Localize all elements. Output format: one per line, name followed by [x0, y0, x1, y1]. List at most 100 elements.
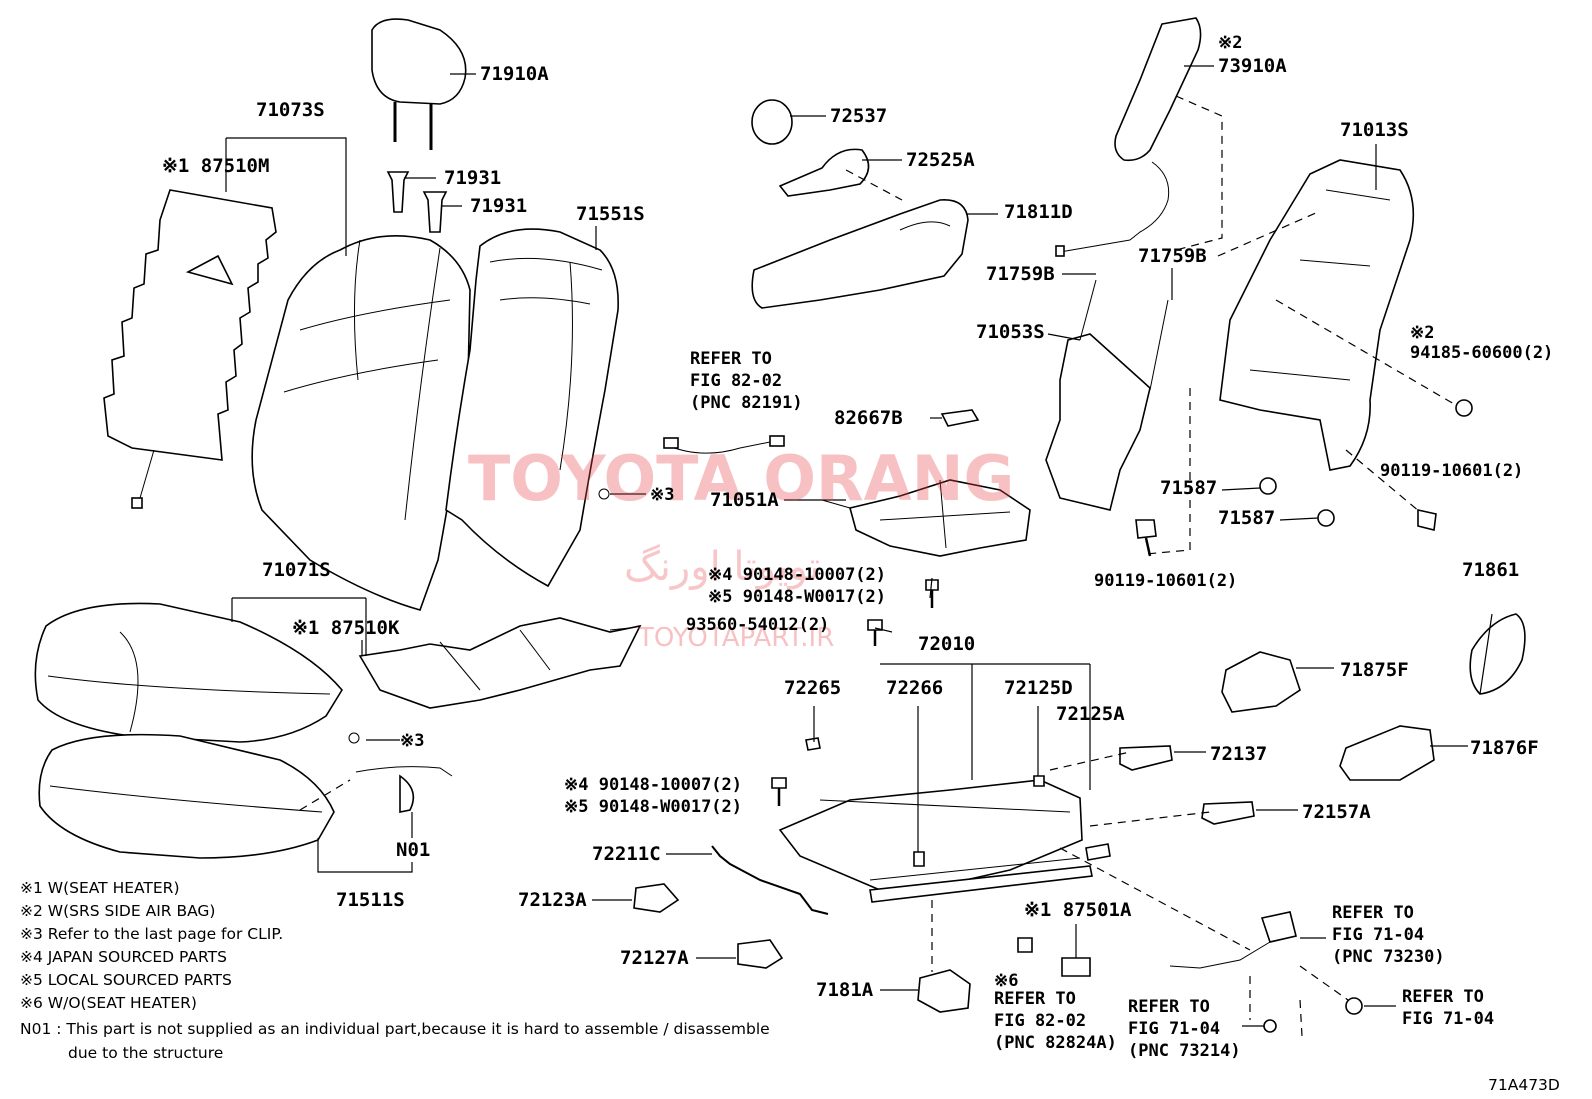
- label-72127A[interactable]: 72127A: [620, 947, 689, 969]
- note-5: ※5 LOCAL SOURCED PARTS: [20, 971, 232, 989]
- label-94185-60600[interactable]: 94185-60600(2): [1410, 343, 1553, 363]
- belt-buckle-drawing: [1169, 911, 1363, 1033]
- leader-lines: [225, 65, 1493, 1027]
- label-94185-note: ※2: [1410, 323, 1434, 343]
- label-87501A[interactable]: ※1 87501A: [1024, 899, 1132, 921]
- label-71931-upper[interactable]: 71931: [444, 167, 501, 189]
- note-n01-cont: due to the structure: [68, 1044, 223, 1062]
- label-71587-lower[interactable]: 71587: [1218, 507, 1275, 529]
- seat-cover-drawing: [34, 602, 343, 743]
- harness-drawing: [663, 435, 785, 454]
- knob-cover-drawing: [751, 99, 793, 145]
- label-93560-54012[interactable]: 93560-54012(2): [686, 615, 829, 635]
- legend-notes: ※1 W(SEAT HEATER) ※2 W(SRS SIDE AIR BAG)…: [20, 879, 770, 1062]
- label-71511S[interactable]: 71511S: [336, 889, 405, 911]
- ref-82824A-line1[interactable]: REFER TO: [994, 989, 1076, 1009]
- seatback-cover-drawing: [251, 235, 471, 611]
- label-72125D[interactable]: 72125D: [1004, 677, 1073, 699]
- ref-7104-line2[interactable]: FIG 71-04: [1402, 1009, 1494, 1029]
- covers-72123a-drawing: [633, 883, 784, 969]
- label-71861[interactable]: 71861: [1462, 559, 1519, 581]
- ref-82824A-line2[interactable]: FIG 82-02: [994, 1011, 1086, 1031]
- label-90148-W0017-lower[interactable]: ※5 90148-W0017(2): [564, 797, 742, 817]
- label-87510K[interactable]: ※1 87510K: [292, 617, 400, 639]
- label-71875F[interactable]: 71875F: [1340, 659, 1409, 681]
- side-covers-drawing: [1221, 613, 1526, 781]
- ref-73214-line1[interactable]: REFER TO: [1128, 997, 1210, 1017]
- label-73910A[interactable]: 73910A: [1218, 55, 1287, 77]
- label-71931-lower[interactable]: 71931: [470, 195, 527, 217]
- ref-7104-line1[interactable]: REFER TO: [1402, 987, 1484, 1007]
- label-71759B-left[interactable]: 71759B: [986, 263, 1055, 285]
- label-7181A[interactable]: 7181A: [816, 979, 874, 1001]
- seatback-heater-drawing: [103, 189, 277, 509]
- ref-73214-line3[interactable]: (PNC 73214): [1128, 1041, 1241, 1061]
- cushion-frame-drawing: [821, 479, 1031, 557]
- headrest-support-drawing: [386, 171, 448, 233]
- label-71811D[interactable]: 71811D: [1004, 201, 1073, 223]
- label-71551S[interactable]: 71551S: [576, 203, 645, 225]
- label-87510M[interactable]: ※1 87510M: [162, 155, 269, 177]
- label-N01[interactable]: N01: [396, 839, 430, 861]
- ref-73230-line1[interactable]: REFER TO: [1332, 903, 1414, 923]
- side-airbag-drawing: [1055, 17, 1202, 257]
- bracket-7181a-drawing: [917, 969, 971, 1013]
- label-clip-upper: ※3: [650, 485, 674, 505]
- cover-72137-drawing: [1119, 745, 1255, 825]
- diagram-code: 71A473D: [1488, 1076, 1560, 1094]
- label-72010[interactable]: 72010: [918, 633, 975, 655]
- label-72123A[interactable]: 72123A: [518, 889, 587, 911]
- label-90119-center[interactable]: 90119-10601(2): [1094, 571, 1237, 591]
- label-clip-lower: ※3: [400, 731, 424, 751]
- label-71759B-right[interactable]: 71759B: [1138, 245, 1207, 267]
- label-90119-right[interactable]: 90119-10601(2): [1380, 461, 1523, 481]
- label-71071S[interactable]: 71071S: [262, 559, 331, 581]
- lumbar-support-drawing: [1045, 279, 1169, 511]
- ref-82824A-line3[interactable]: (PNC 82824A): [994, 1033, 1117, 1053]
- label-71073S[interactable]: 71073S: [256, 99, 325, 121]
- part-labels: 71910A 71073S ※1 87510M 71931 71931 7155…: [162, 33, 1553, 1001]
- assembly-lines: [299, 95, 1455, 1037]
- label-71910A[interactable]: 71910A: [480, 63, 549, 85]
- ref-73214-line2[interactable]: FIG 71-04: [1128, 1019, 1220, 1039]
- label-72265[interactable]: 72265: [784, 677, 841, 699]
- label-72525A[interactable]: 72525A: [906, 149, 975, 171]
- ref-73230-line2[interactable]: FIG 71-04: [1332, 925, 1424, 945]
- label-72157A[interactable]: 72157A: [1302, 801, 1371, 823]
- headrest-drawing: [371, 18, 467, 150]
- seat-pad-drawing: [38, 733, 335, 859]
- seat-adjuster-drawing: [778, 779, 1093, 903]
- label-71876F[interactable]: 71876F: [1470, 737, 1539, 759]
- note-1: ※1 W(SEAT HEATER): [20, 879, 180, 897]
- ref-82191-line1[interactable]: REFER TO: [690, 349, 772, 369]
- label-71053S[interactable]: 71053S: [976, 321, 1045, 343]
- nut-drawing: [1259, 477, 1335, 527]
- label-73910A-note: ※2: [1218, 33, 1242, 53]
- seatback-pad-drawing: [445, 228, 619, 588]
- connector-82667b-drawing: [940, 409, 980, 427]
- watermark-url: TOYOTAPART.IR: [637, 623, 834, 653]
- ref-82191-line3[interactable]: (PNC 82191): [690, 393, 803, 413]
- ref-82191-line2[interactable]: FIG 82-02: [690, 371, 782, 391]
- watermark-text-fa: تویوتا اورنگ: [624, 544, 820, 590]
- label-82667B[interactable]: 82667B: [834, 407, 903, 429]
- label-90148-W0017-upper[interactable]: ※5 90148-W0017(2): [708, 587, 886, 607]
- label-72266[interactable]: 72266: [886, 677, 943, 699]
- label-72211C[interactable]: 72211C: [592, 843, 661, 865]
- note-n01: N01 : This part is not supplied as an in…: [20, 1020, 770, 1038]
- sensor-87501a-drawing: [1017, 937, 1091, 977]
- label-71013S[interactable]: 71013S: [1340, 119, 1409, 141]
- label-90148-10007-lower[interactable]: ※4 90148-10007(2): [564, 775, 742, 795]
- label-71051A[interactable]: 71051A: [710, 489, 779, 511]
- watermark: TOYOTA ORANG تویوتا اورنگ TOYOTAPART.IR: [468, 442, 1014, 653]
- label-72125A[interactable]: 72125A: [1056, 703, 1125, 725]
- watermark-text-en: TOYOTA ORANG: [468, 442, 1014, 515]
- label-note6: ※6: [994, 971, 1018, 991]
- label-72137[interactable]: 72137: [1210, 743, 1267, 765]
- ref-73230-line3[interactable]: (PNC 73230): [1332, 947, 1445, 967]
- label-90148-10007-upper[interactable]: ※4 90148-10007(2): [708, 565, 886, 585]
- note-6: ※6 W/O(SEAT HEATER): [20, 994, 197, 1012]
- label-71587-upper[interactable]: 71587: [1160, 477, 1217, 499]
- wire-72211c-drawing: [711, 845, 829, 915]
- label-72537[interactable]: 72537: [830, 105, 887, 127]
